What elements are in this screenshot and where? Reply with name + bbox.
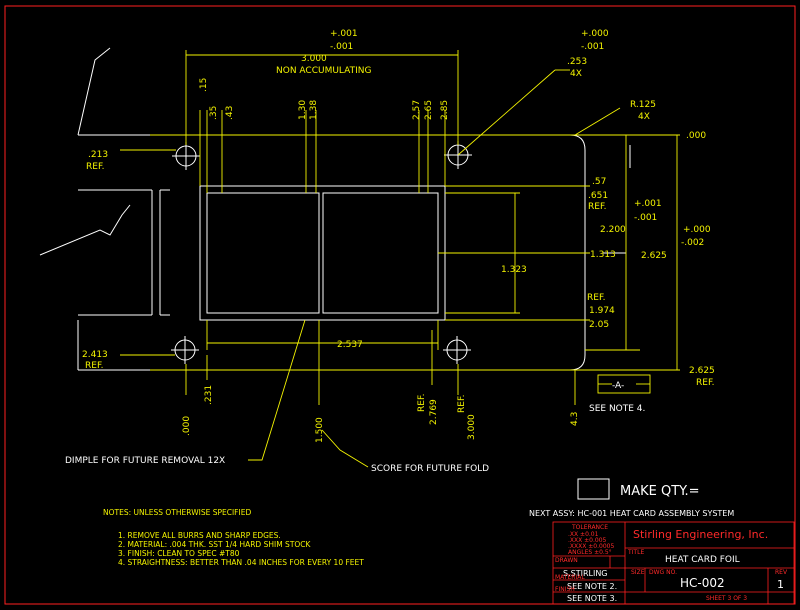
dwg-no-label: DWG NO.: [649, 569, 677, 576]
ref-2413: 2.413: [82, 350, 108, 360]
ord-x-43: 4.3: [570, 412, 580, 426]
rev-value: 1: [777, 578, 784, 591]
finish-value: SEE NOTE 3.: [567, 594, 617, 603]
ord-y-1974-ref: REF.: [587, 293, 606, 303]
ord-x-3000: 3.000: [467, 414, 477, 440]
tol-line-3: .XXXX ±0.0005: [568, 543, 614, 550]
hole-diameter: .253: [567, 57, 587, 67]
ref-2625b-label: REF.: [696, 378, 715, 388]
ord-x-43: .43: [225, 106, 235, 120]
size-label: SIZE: [631, 569, 645, 576]
drawing-title: HEAT CARD FOIL: [665, 555, 740, 565]
material-value: SEE NOTE 2.: [567, 582, 617, 591]
ord-x-2769-ref: REF.: [417, 393, 427, 412]
note-3: 3. FINISH: CLEAN TO SPEC #T80: [118, 549, 240, 558]
ord-y-57: .57: [592, 177, 606, 187]
top-length: 3.000: [301, 54, 327, 64]
ref-213: .213: [88, 150, 108, 160]
ref-213-label: REF.: [86, 162, 105, 172]
ord-x-15: .15: [199, 78, 209, 92]
see-note-4: SEE NOTE 4.: [589, 404, 645, 414]
inner-1323: 1.323: [501, 265, 527, 275]
ord-x-3000-ref: REF.: [457, 394, 467, 413]
ord-y-651-ref: REF.: [588, 202, 607, 212]
dim-2537: 2.537: [337, 340, 363, 350]
next-assy: NEXT ASSY: HC-001 HEAT CARD ASSEMBLY SYS…: [529, 509, 734, 518]
make-qty-box: [577, 478, 610, 500]
ord-x-1500: 1.500: [315, 417, 325, 443]
note-4: 4. STRAIGHTNESS: BETTER THAN .04 INCHES …: [118, 558, 364, 567]
material-label: MATERIAL: [555, 574, 585, 581]
finish-label: FINISH: [555, 586, 575, 593]
ord-y-1313: 1.313: [590, 250, 616, 260]
general-notes: NOTES: UNLESS OTHERWISE SPECIFIED 1. REM…: [103, 508, 364, 567]
radius-dim: R.125: [630, 100, 656, 110]
tol-line-2: .XXX ±0.005: [568, 537, 607, 544]
ord-x-257: 2.57: [412, 100, 422, 120]
ord-y-205: 2.05: [589, 320, 609, 330]
tolerance-label: TOLERANCE: [571, 524, 608, 531]
ord-x-285: 2.85: [440, 100, 450, 120]
ord-x-35: .35: [209, 106, 219, 120]
dimple-callout: DIMPLE FOR FUTURE REMOVAL 12X: [65, 456, 225, 466]
ord-y-1974: 1.974: [589, 306, 615, 316]
rev-label: REV: [775, 569, 788, 576]
dim-2200-tol-plus: +.001: [634, 199, 662, 209]
dim-2625-tol-minus: -.002: [681, 238, 704, 248]
score-callout: SCORE FOR FUTURE FOLD: [371, 464, 489, 474]
non-accum-note: NON ACCUMULATING: [276, 66, 371, 76]
ord-x-130: 1.30: [298, 100, 308, 120]
note-1: 1. REMOVE ALL BURRS AND SHARP EDGES.: [118, 531, 281, 540]
ord-x-138: 1.38: [309, 100, 319, 120]
ord-y-651: .651: [588, 191, 608, 201]
hole-qty: 4X: [570, 69, 582, 79]
dim-2200-tol-minus: -.001: [634, 213, 657, 223]
tol-line-4: ANGLES ±0.5°: [568, 549, 612, 556]
dim-2200: 2.200: [600, 225, 626, 235]
hole-tol-plus: +.000: [581, 29, 609, 39]
title-block: MAKE QTY.= NEXT ASSY: HC-001 HEAT CARD A…: [529, 478, 795, 605]
ord-x-231: .231: [204, 385, 214, 405]
ord-x-2769: 2.769: [429, 399, 439, 425]
hole-tol-minus: -.001: [581, 42, 604, 52]
ref-2625b: 2.625: [689, 366, 715, 376]
title-label: TITLE: [627, 549, 644, 556]
tol-line-1: .XX ±0.01: [568, 531, 599, 538]
dim-2625: 2.625: [641, 251, 667, 261]
ord-x-265: 2.65: [424, 100, 434, 120]
top-tol-minus: -.001: [330, 42, 353, 52]
drawing-border: [4, 5, 796, 605]
dim-2625-tol-plus: +.000: [683, 225, 711, 235]
drawn-by: S.STIRLING: [563, 569, 608, 578]
dimension-lines: [120, 50, 680, 468]
note-2: 2. MATERIAL: .004 THK. SST 1/4 HARD SHIM…: [118, 540, 312, 549]
ref-2413-label: REF.: [85, 361, 104, 371]
company-name: Stirling Engineering, Inc.: [633, 528, 768, 541]
notes-heading: NOTES: UNLESS OTHERWISE SPECIFIED: [103, 508, 251, 517]
sheet-number: SHEET 3 OF 3: [706, 595, 747, 602]
make-qty-label: MAKE QTY.=: [620, 484, 700, 499]
ord-y-000: .000: [686, 131, 706, 141]
radius-qty: 4X: [638, 112, 650, 122]
top-tol-plus: +.001: [330, 29, 358, 39]
dwg-number: HC-002: [680, 576, 725, 590]
ord-x-000: .000: [182, 416, 192, 436]
datum-label: -A-: [612, 381, 624, 391]
drawn-label: DRAWN: [555, 557, 578, 564]
dimension-text: +.001 -.001 3.000 NON ACCUMULATING +.000…: [65, 29, 715, 474]
